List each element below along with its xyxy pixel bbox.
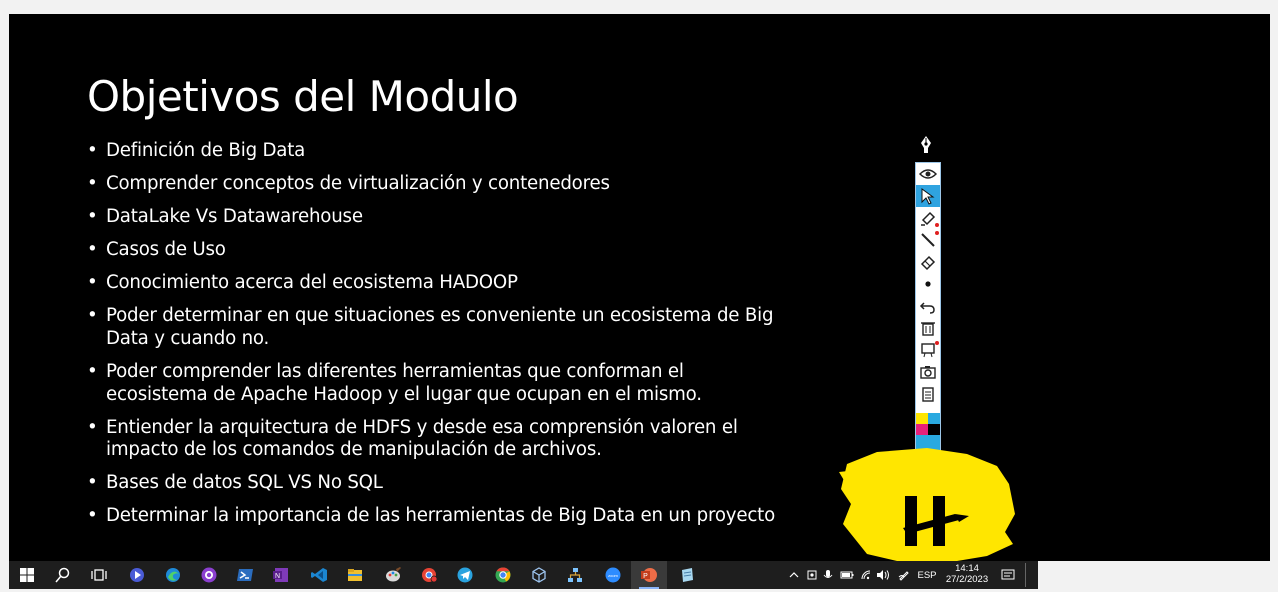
notepad-icon[interactable]	[669, 561, 705, 589]
bullet-item: Bases de datos SQL VS No SQL	[87, 472, 787, 495]
slide-title: Objetivos del Modulo	[87, 72, 519, 121]
task-view-icon[interactable]	[81, 561, 117, 589]
slide-bullet-list: Definición de Big Data Comprender concep…	[87, 140, 787, 538]
bullet-item: Comprender conceptos de virtualización y…	[87, 173, 787, 196]
cursor-icon[interactable]	[916, 185, 940, 207]
file-explorer-icon[interactable]	[337, 561, 373, 589]
bullet-item: Entiender la arquitectura de HDFS y desd…	[87, 417, 787, 462]
microphone-icon[interactable]	[821, 561, 835, 589]
swatch-black[interactable]	[928, 424, 940, 435]
volume-icon[interactable]	[875, 561, 891, 589]
bullet-item: Poder comprender las diferentes herramie…	[87, 361, 787, 406]
clock-date: 27/2/2023	[945, 574, 989, 585]
powershell-icon[interactable]	[227, 561, 263, 589]
telegram-icon[interactable]	[447, 561, 483, 589]
camera-icon[interactable]	[916, 361, 940, 383]
vscode-icon[interactable]	[301, 561, 337, 589]
undo-icon[interactable]	[916, 295, 940, 317]
chrome-badge-icon[interactable]	[411, 561, 447, 589]
battery-icon[interactable]	[839, 561, 855, 589]
pen-workspace-icon[interactable]	[897, 561, 911, 589]
onenote-icon[interactable]: N	[263, 561, 299, 589]
henry-logo	[837, 444, 1017, 561]
whiteboard-icon[interactable]	[916, 339, 940, 361]
search-icon[interactable]	[45, 561, 81, 589]
clock-time: 14:14	[955, 563, 979, 574]
swatch-magenta[interactable]	[916, 424, 928, 435]
meet-now-icon[interactable]	[805, 561, 819, 589]
show-desktop-divider[interactable]	[1025, 563, 1026, 587]
clipboard-icon[interactable]	[916, 383, 940, 405]
annotation-toolbar	[915, 162, 941, 461]
bullet-item: Determinar la importancia de las herrami…	[87, 505, 787, 528]
chrome-icon[interactable]	[485, 561, 521, 589]
eraser-icon[interactable]	[916, 251, 940, 273]
powerpoint-icon[interactable]: P	[631, 561, 667, 589]
language-indicator[interactable]: ESP	[917, 569, 937, 581]
eye-icon[interactable]	[916, 163, 940, 185]
clock[interactable]: 14:14 27/2/2023	[939, 561, 995, 589]
windows-start-icon[interactable]	[9, 561, 45, 589]
trash-icon[interactable]	[916, 317, 940, 339]
bullet-item: Conocimiento acerca del ecosistema HADOO…	[87, 272, 787, 295]
swatch-blue[interactable]	[928, 413, 940, 424]
bullet-item: DataLake Vs Datawarehouse	[87, 206, 787, 229]
dot-icon[interactable]	[916, 273, 940, 295]
clipchamp-icon[interactable]	[119, 561, 155, 589]
notifications-icon[interactable]	[999, 561, 1017, 589]
bullet-item: Casos de Uso	[87, 239, 787, 262]
svg-text:zoom: zoom	[608, 573, 618, 578]
presentation-screen: Objetivos del Modulo Definición de Big D…	[9, 14, 1270, 561]
windows-taskbar: N zoom P	[9, 561, 1038, 589]
3d-viewer-icon[interactable]	[521, 561, 557, 589]
bullet-item: Definición de Big Data	[87, 140, 787, 163]
svg-text:N: N	[275, 573, 280, 580]
pen-icon[interactable]	[916, 229, 940, 251]
swatch-yellow[interactable]	[916, 413, 928, 424]
github-desktop-icon[interactable]	[191, 561, 227, 589]
wifi-icon[interactable]	[859, 561, 873, 589]
chevron-up-icon[interactable]	[787, 561, 801, 589]
bullet-item: Poder determinar en que situaciones es c…	[87, 305, 787, 350]
highlighter-icon[interactable]	[916, 207, 940, 229]
paint-icon[interactable]	[375, 561, 411, 589]
network-app-icon[interactable]	[557, 561, 593, 589]
edge-icon[interactable]	[155, 561, 191, 589]
svg-text:P: P	[643, 573, 648, 580]
pen-nib-icon[interactable]	[915, 134, 937, 156]
zoom-icon[interactable]: zoom	[595, 561, 631, 589]
